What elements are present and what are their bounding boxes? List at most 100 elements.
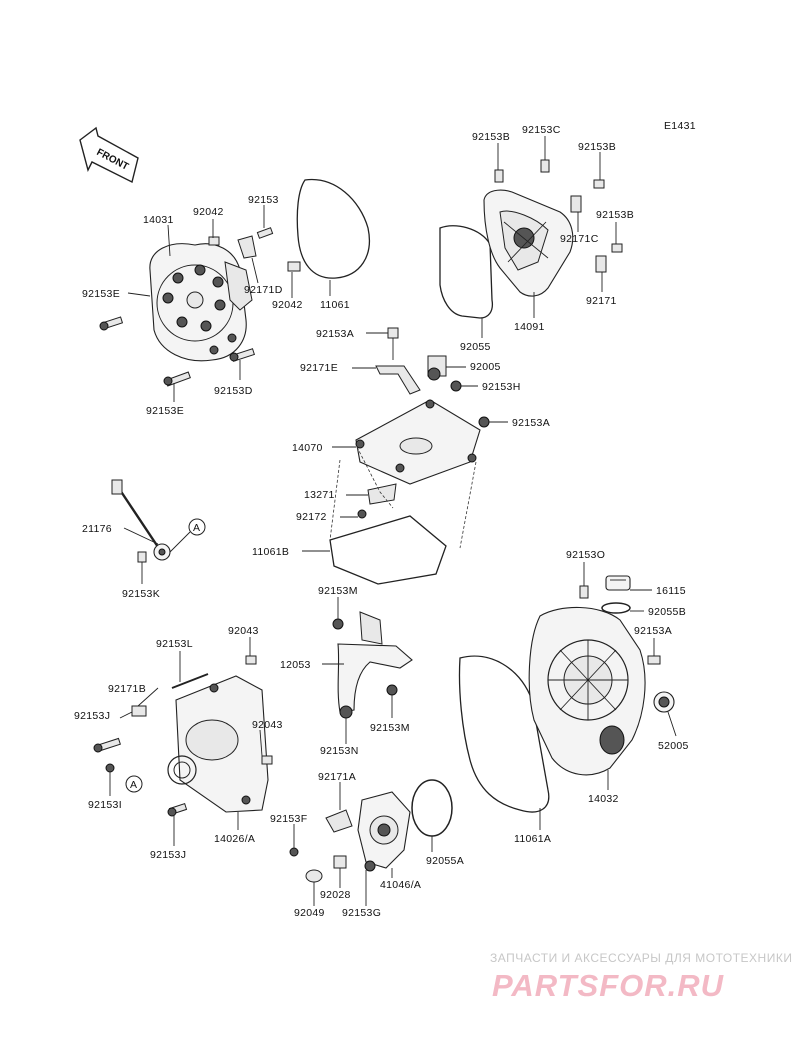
- label-92153O: 92153O: [566, 549, 605, 561]
- bolt-92042-1: [208, 236, 220, 246]
- label-92153I: 92153I: [88, 799, 122, 811]
- dash-connector-1: [356, 446, 394, 509]
- part-13271-bracket: [367, 483, 397, 505]
- label-92153E-2: 92153E: [146, 405, 184, 417]
- bolt-92153A-3: [647, 655, 661, 665]
- bolt-92042-2: [287, 261, 301, 272]
- label-92171A: 92171A: [318, 771, 356, 783]
- bolt-92153-1: [256, 227, 274, 239]
- dash-connector-3: [329, 459, 341, 541]
- clamp-92171D: [237, 235, 257, 259]
- watermark-tagline: ЗАПЧАСТИ И АКСЕССУАРЫ ДЛЯ МОТОТЕХНИКИ: [490, 951, 792, 965]
- washer-92049: [305, 869, 323, 883]
- label-14032: 14032: [588, 793, 619, 805]
- label-92055A: 92055A: [426, 855, 464, 867]
- label-92153N: 92153N: [320, 745, 359, 757]
- label-92153A-2: 92153A: [512, 417, 550, 429]
- bolt-92153N: [339, 705, 353, 719]
- front-arrow-icon: FRONT: [79, 126, 139, 184]
- label-11061A: 11061A: [514, 833, 551, 845]
- label-92153D: 92153D: [214, 385, 253, 397]
- label-92171-1: 92171: [586, 295, 617, 307]
- bolt-92043-2: [261, 755, 273, 765]
- bolt-92043-1: [245, 655, 257, 665]
- seal-52005: [653, 691, 675, 713]
- bolt-92153K: [137, 551, 147, 563]
- label-13271: 13271: [304, 489, 335, 501]
- bolt-92153A-2: [478, 416, 490, 428]
- part-21176-sensor: [111, 479, 171, 561]
- bolt-92153L: [171, 673, 209, 689]
- label-41046A: 41046/A: [380, 879, 421, 891]
- label-92153C: 92153C: [522, 124, 561, 136]
- label-92153B-2: 92153B: [578, 141, 616, 153]
- bolt-92153M-2: [386, 684, 398, 696]
- bolt-92153C: [540, 159, 550, 173]
- label-92153A-3: 92153A: [634, 625, 672, 637]
- label-52005: 52005: [658, 740, 689, 752]
- label-92153J-2: 92153J: [150, 849, 186, 861]
- bolt-92153H: [450, 380, 462, 392]
- part-labels: 92153B 92153C 92153B 92153B 92171C 92171…: [74, 124, 689, 919]
- clamp-92171A: [325, 809, 353, 833]
- label-92055B: 92055B: [648, 606, 686, 618]
- oring-92055A: [411, 779, 453, 837]
- part-12053-guard: [337, 611, 413, 713]
- bolt-92153B-1: [494, 169, 504, 183]
- label-92043-2: 92043: [252, 719, 283, 731]
- label-92153-1: 92153: [248, 194, 279, 206]
- label-92153A-1: 92153A: [316, 328, 354, 340]
- dash-connector-2: [459, 461, 477, 549]
- bolt-92153F: [289, 847, 299, 857]
- part-41046A-cover: [357, 791, 411, 869]
- label-92153K: 92153K: [122, 588, 160, 600]
- label-92153M-2: 92153M: [370, 722, 410, 734]
- watermark-brand: PARTSFOR.RU: [492, 968, 725, 1003]
- label-92153H: 92153H: [482, 381, 521, 393]
- label-92171C: 92171C: [560, 233, 599, 245]
- part-92005-fitting: [427, 355, 447, 381]
- part-14026A-cover: [167, 675, 269, 813]
- label-92153G: 92153G: [342, 907, 381, 919]
- label-92172: 92172: [296, 511, 327, 523]
- watermark: ЗАПЧАСТИ И АКСЕССУАРЫ ДЛЯ МОТОТЕХНИКИ PA…: [490, 951, 792, 1003]
- diagram-code: E1431: [664, 120, 696, 132]
- clamp-92171B: [131, 705, 147, 717]
- label-92049: 92049: [294, 907, 325, 919]
- spacer-92028: [333, 855, 347, 869]
- leader-lines: [109, 136, 677, 906]
- label-92153F: 92153F: [270, 813, 307, 825]
- label-92153E-1: 92153E: [82, 288, 120, 300]
- gasket-11061B: [329, 515, 447, 585]
- label-92153M-1: 92153M: [318, 585, 358, 597]
- bolt-92153M-1: [332, 618, 344, 630]
- label-92153L: 92153L: [156, 638, 193, 650]
- bolt-92153B-3: [611, 243, 623, 253]
- label-92042-2: 92042: [272, 299, 303, 311]
- label-92005: 92005: [470, 361, 501, 373]
- part-14031-generator-cover: [149, 243, 253, 362]
- clamp-92171: [595, 255, 607, 273]
- label-11061: 11061: [320, 299, 350, 311]
- label-92153B-1: 92153B: [472, 131, 510, 143]
- bolt-92153J-2: [167, 803, 188, 817]
- bolt-92153E-1: [99, 316, 124, 331]
- bolt-92153A-1: [387, 327, 399, 360]
- label-92171D: 92171D: [244, 284, 283, 296]
- bolt-92153E-2: [163, 371, 191, 387]
- label-11061B: 11061B: [252, 546, 289, 558]
- oring-92055B: [601, 602, 631, 614]
- clamp-92171C: [570, 195, 582, 213]
- label-92171E: 92171E: [300, 362, 338, 374]
- part-14091-cover: [483, 189, 574, 297]
- label-14070: 14070: [292, 442, 323, 454]
- bolt-92153O: [579, 585, 589, 599]
- label-16115: 16115: [656, 585, 686, 597]
- bracket-92171E: [375, 365, 421, 395]
- label-92028: 92028: [320, 889, 351, 901]
- bolt-92153G: [364, 860, 376, 872]
- label-14091: 14091: [514, 321, 545, 333]
- label-92043-1: 92043: [228, 625, 259, 637]
